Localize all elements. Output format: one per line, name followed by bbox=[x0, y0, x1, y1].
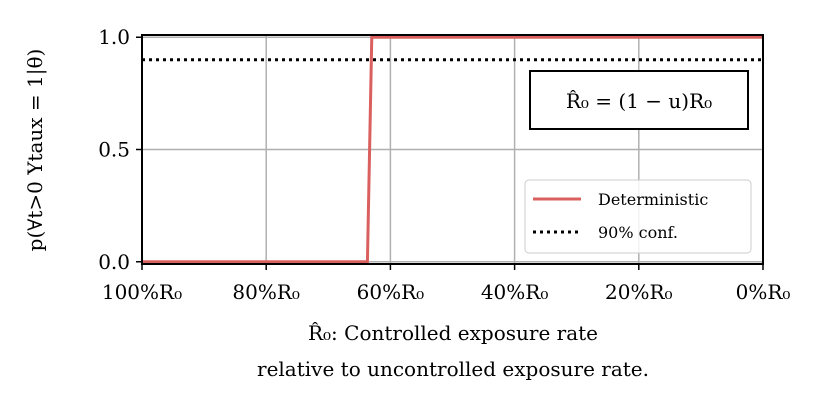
annotation-text: R̂₀ = (1 − u)R₀ bbox=[566, 89, 712, 113]
x-axis-label-line2: relative to uncontrolled exposure rate. bbox=[257, 357, 649, 381]
x-tick-label: 100%R₀ bbox=[102, 280, 182, 304]
x-tick-label: 60%R₀ bbox=[357, 280, 425, 304]
x-tick-label: 20%R₀ bbox=[605, 280, 673, 304]
series-line-deterministic bbox=[142, 35, 763, 264]
ticks: 100%R₀ 80%R₀ 60%R₀ 40%R₀ 20%R₀ 0%R₀ 0.0 0.5 1.0 bbox=[98, 25, 790, 304]
legend: Deterministic 90% conf. bbox=[524, 179, 752, 254]
x-tick-label: 80%R₀ bbox=[232, 280, 300, 304]
x-axis-label-line1: R̂₀: Controlled exposure rate bbox=[308, 321, 598, 345]
legend-label-90-conf: 90% conf. bbox=[598, 223, 678, 242]
legend-label-deterministic: Deterministic bbox=[598, 190, 708, 209]
y-axis-label: p(∀t>0 Ytaux = 1|θ) bbox=[23, 49, 48, 252]
x-tick-label: 0%R₀ bbox=[736, 280, 791, 304]
x-tick-label: 40%R₀ bbox=[481, 280, 549, 304]
y-tick-label: 0.5 bbox=[98, 138, 130, 162]
annotation-box: R̂₀ = (1 − u)R₀ bbox=[529, 70, 749, 130]
series-layer bbox=[142, 35, 763, 264]
y-tick-label: 0.0 bbox=[98, 250, 130, 274]
y-tick-label: 1.0 bbox=[98, 25, 130, 49]
